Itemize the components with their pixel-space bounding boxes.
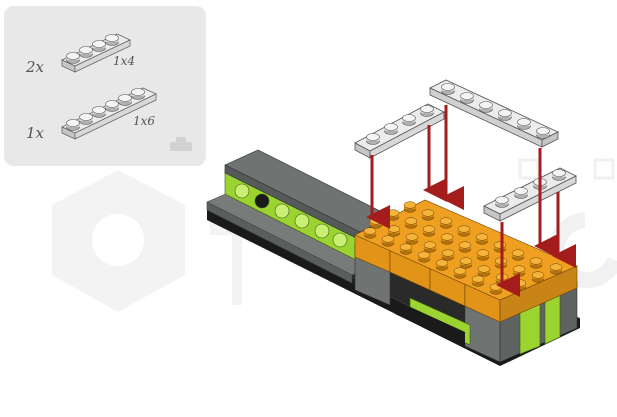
plate-1x6-icon bbox=[62, 88, 156, 139]
floating-plate-1x6-top bbox=[430, 80, 558, 147]
lego-assembly-step bbox=[207, 150, 580, 366]
plate-1x4-icon bbox=[62, 34, 130, 72]
scale-icon bbox=[170, 137, 192, 151]
floating-plate-1x4-left bbox=[355, 104, 444, 158]
floating-plate-1x4-right bbox=[484, 168, 576, 221]
